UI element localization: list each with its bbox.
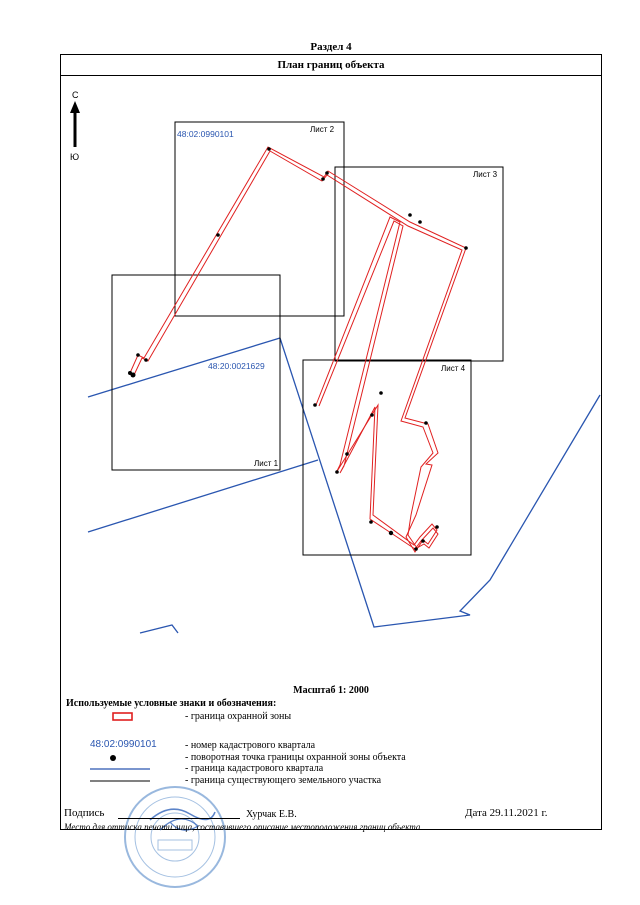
zone-outline-b — [133, 150, 463, 550]
cadastral-line-lower — [87, 459, 319, 533]
cadastral-line-main — [279, 337, 601, 628]
sheet-4-label: Лист 4 — [441, 364, 466, 373]
turning-point — [418, 220, 422, 224]
turning-point — [321, 177, 325, 181]
turning-point — [388, 530, 394, 536]
legend-item-turning-point: - поворотная точка границы охранной зоны… — [185, 752, 406, 763]
turning-point — [216, 233, 220, 237]
sheet-4-frame — [302, 359, 472, 556]
protection-zone — [129, 146, 467, 553]
cadastral-boundaries — [87, 337, 601, 634]
cadastral-line-upper — [87, 337, 281, 398]
turning-point — [424, 421, 428, 425]
black-line-icon — [90, 780, 150, 782]
turning-point — [267, 147, 271, 151]
signature-note: Место для оттиска печати лица, составивш… — [64, 822, 421, 832]
sheet-1-label: Лист 1 — [254, 459, 279, 468]
scale-label: Масштаб 1: 2000 — [293, 685, 369, 696]
turning-points — [128, 147, 468, 551]
cadastral-number-b: 48:20:0021629 — [208, 361, 265, 371]
legend-item-zone: - граница охранной зоны — [185, 711, 292, 722]
sheet-3-label: Лист 3 — [473, 170, 498, 179]
section-title: Раздел 4 — [310, 41, 352, 53]
sheet-frames — [111, 121, 504, 556]
plan-frame: План границ объекта — [60, 54, 602, 830]
sheet-2-frame — [174, 121, 345, 317]
turning-point — [325, 171, 329, 175]
legend-item-cadastral-number: - номер кадастрового квартала — [185, 740, 316, 751]
turning-point — [369, 520, 373, 524]
turning-point — [408, 213, 412, 217]
turning-point — [144, 358, 148, 362]
boundary-map: С Ю Лист 1 Лист 2 Лист 3 Лист 4 48:02:09… — [70, 90, 601, 634]
compass-north-label: С — [72, 90, 79, 100]
turning-point — [435, 525, 439, 529]
turning-point — [313, 403, 317, 407]
turning-point — [464, 246, 468, 250]
turning-point — [130, 372, 136, 378]
turning-point — [136, 353, 140, 357]
sheet-3-frame — [334, 166, 504, 362]
red-rectangle-icon — [112, 712, 133, 721]
turning-point — [335, 470, 339, 474]
turning-point — [414, 547, 418, 551]
blue-line-icon — [90, 768, 150, 770]
sheet-2-label: Лист 2 — [310, 125, 335, 134]
legend-item-cadastral-boundary: - граница кадастрового квартала — [185, 763, 324, 774]
turning-point — [370, 413, 374, 417]
turning-point — [421, 539, 425, 543]
cadastral-number-a: 48:02:0990101 — [177, 129, 234, 139]
turning-point — [379, 391, 383, 395]
legend-cadastral-number-sample: 48:02:0990101 — [90, 739, 157, 750]
signer-name: Хурчак Е.В. — [246, 809, 297, 820]
compass-arrowhead-icon — [70, 101, 80, 113]
legend-item-land-plot-boundary: - граница существующего земельного участ… — [185, 775, 382, 786]
turning-point — [345, 452, 349, 456]
signature-line — [118, 818, 240, 819]
compass-south-label: Ю — [70, 152, 79, 162]
signature-label: Подпись — [64, 807, 105, 819]
legend-title: Используемые условные знаки и обозначени… — [66, 698, 277, 709]
sheet-1-frame — [111, 274, 281, 471]
compass: С Ю — [70, 90, 80, 162]
plan-title: План границ объекта — [61, 55, 601, 76]
signature-date: Дата 29.11.2021 г. — [465, 807, 548, 819]
black-dot-icon — [110, 755, 116, 761]
stamp-seal-icon — [124, 786, 226, 888]
cadastral-line-bottom — [139, 624, 179, 634]
